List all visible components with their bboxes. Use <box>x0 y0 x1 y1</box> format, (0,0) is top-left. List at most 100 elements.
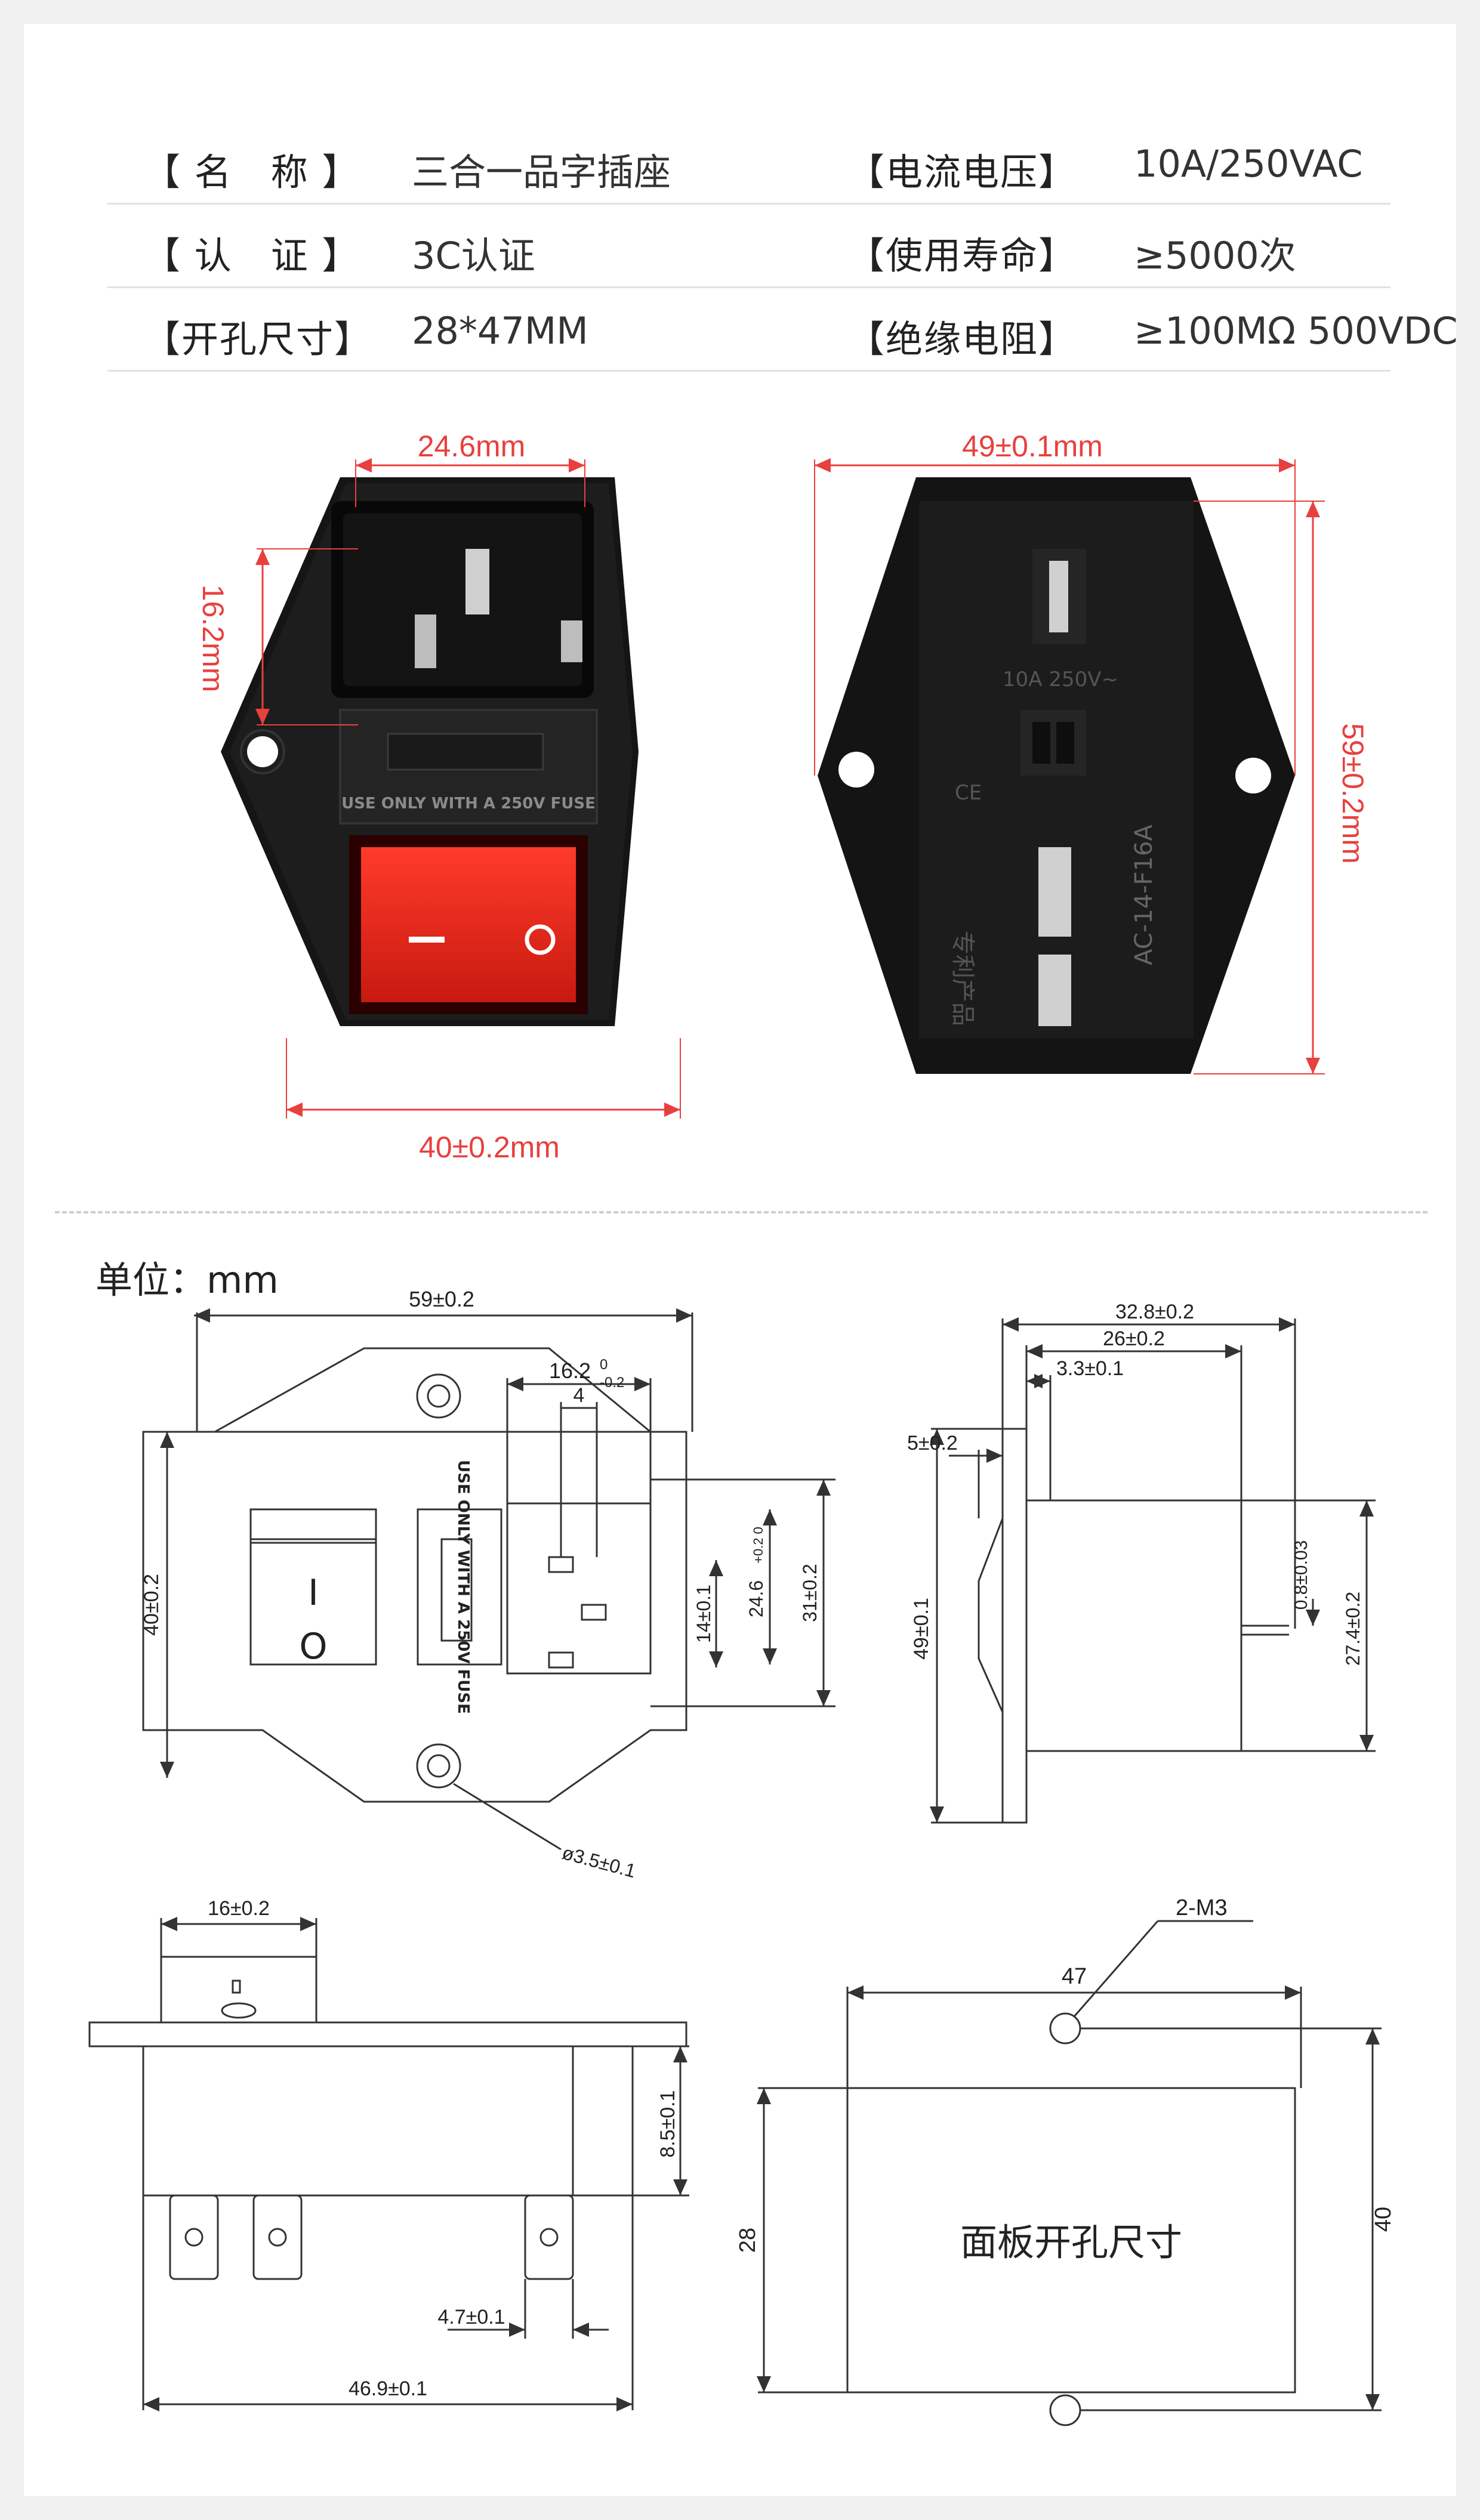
side-body <box>1025 1499 1242 1752</box>
dim-label: ø3.5±0.1 <box>560 1842 638 1882</box>
spec-row: 【 认 证 】 3C认证 【使用寿命】 ≥5000次 <box>107 203 1390 288</box>
dim-label: 8.5±0.1 <box>656 2090 679 2157</box>
switch-on-mark <box>525 924 556 955</box>
dim-label: 24.6mm <box>418 430 526 463</box>
spec-key: 【电流电压】 <box>847 150 1077 194</box>
dim-label: 59±0.2mm <box>1336 723 1370 864</box>
dim-tolerance: 0 <box>600 1357 608 1373</box>
drawing-top-view <box>88 1917 689 2411</box>
switch-off-mark <box>409 937 445 943</box>
dim-tolerance: -0.2 <box>600 1375 624 1391</box>
rating-text: 10A 250V~ <box>1003 668 1118 691</box>
dim-label: 0.8±0.03 <box>1291 1540 1311 1610</box>
drawing-side-view <box>930 1317 1376 1824</box>
dim-label: 4 <box>574 1384 585 1407</box>
dim-label: 5±0.2 <box>907 1432 958 1454</box>
dim-label: 3.3±0.1 <box>1056 1357 1124 1380</box>
terminal <box>1049 561 1068 632</box>
dim-label: 32.8±0.2 <box>1115 1301 1194 1323</box>
dim-label: 40 <box>1371 2207 1396 2232</box>
switch-off-mark: O <box>299 1626 327 1667</box>
diagram-canvas: USE ONLY WITH A 250V FUSE 24.6mm 16.2mm … <box>88 430 1396 2426</box>
cutout-label: 面板开孔尺寸 <box>960 2221 1182 2264</box>
dim-label: 31±0.2 <box>799 1564 821 1622</box>
front-photo: USE ONLY WITH A 250V FUSE 24.6mm 16.2mm … <box>196 430 681 1164</box>
dim-label: 46.9±0.1 <box>349 2377 427 2400</box>
model-text: AC-14-F16A <box>1130 824 1158 965</box>
spec-row: 【 名 称 】 三合一品字插座 【电流电压】 10A/250VAC <box>107 119 1390 205</box>
drawing-top-labels: 16±0.2 8.5±0.1 4.7±0.1 46.9±0.1 <box>208 1897 679 2400</box>
rocker-switch-face <box>361 847 576 1002</box>
top-body <box>142 2045 634 2197</box>
dim-label: 2-M3 <box>1176 1895 1228 1920</box>
dim-label: 49±0.1 <box>910 1598 933 1660</box>
drawing-front-labels: 59±0.2 16.2 0 -0.2 4 40±0.2 14±0.1 24.6 … <box>140 1287 821 1882</box>
dim-label: 16±0.2 <box>208 1897 270 1920</box>
mount-hole <box>838 752 874 788</box>
drawing-cutout-labels: 47 2-M3 28 40 面板开孔尺寸 <box>735 1895 1396 2264</box>
drawing-side-labels: 32.8±0.2 26±0.2 3.3±0.1 5±0.2 49±0.1 0.8… <box>907 1301 1364 1666</box>
top-flange <box>88 2021 687 2048</box>
section-divider <box>55 1211 1427 1213</box>
side-flange <box>1001 1428 1028 1824</box>
mount-hole <box>416 1373 461 1419</box>
dim-label: 16.2mm <box>196 585 230 693</box>
spec-key: 【 认 证 】 <box>143 234 360 277</box>
spec-value: 10A/250VAC <box>1134 142 1363 186</box>
spec-key: 【使用寿命】 <box>847 234 1077 277</box>
dim-label: 59±0.2 <box>409 1287 474 1311</box>
dim-label: 14±0.1 <box>693 1585 714 1643</box>
dim-label: 47 <box>1062 1964 1087 1989</box>
dim-label: 26±0.2 <box>1103 1327 1165 1350</box>
dim-label: 40±0.2mm <box>419 1131 560 1164</box>
mount-hole <box>247 736 278 767</box>
spec-row: 【开孔尺寸】 28*47MM 【绝缘电阻】 ≥100MΩ 500VDC <box>107 286 1458 372</box>
spec-value: 三合一品字插座 <box>412 150 671 194</box>
terminal <box>1038 847 1071 937</box>
spec-key: 【绝缘电阻】 <box>847 317 1077 361</box>
cert-mark: CE <box>955 781 982 805</box>
dim-label: 4.7±0.1 <box>437 2306 505 2328</box>
patent-text: 专利产品 <box>949 931 976 1026</box>
dim-label: 27.4±0.2 <box>1342 1592 1364 1666</box>
product-detail-page: 【 名 称 】 三合一品字插座 【电流电压】 10A/250VAC 【 认 证 … <box>24 24 1458 2496</box>
spec-value: 3C认证 <box>412 234 535 277</box>
pin <box>415 614 436 668</box>
back-photo: 10A 250V~ CE AC-14-F16A 专利产品 49±0.1mm 59… <box>814 430 1370 1074</box>
mount-hole <box>1235 758 1271 793</box>
front-outline <box>142 1431 687 1803</box>
dim-label: 40±0.2 <box>140 1574 163 1636</box>
terminal <box>1038 955 1071 1026</box>
fuse-text: USE ONLY WITH A 250V FUSE <box>341 795 596 813</box>
unit-label: 单位：mm <box>95 1258 279 1302</box>
spec-value: ≥100MΩ 500VDC <box>1134 309 1458 353</box>
top-terminal <box>252 2194 303 2280</box>
drawing-front-view <box>142 1308 835 1851</box>
switch-on-mark: I <box>308 1572 319 1614</box>
top-terminal <box>169 2194 219 2280</box>
socket-outline <box>506 1502 652 1675</box>
dim-tolerance: +0.2 0 <box>751 1527 766 1564</box>
dim-label: 16.2 <box>549 1358 591 1383</box>
pin <box>561 620 582 662</box>
spec-key: 【开孔尺寸】 <box>143 317 373 361</box>
dim-label: 28 <box>735 2228 760 2253</box>
m3-hole <box>1049 2394 1081 2426</box>
spec-value: 28*47MM <box>412 309 588 353</box>
m3-hole <box>1049 2012 1081 2045</box>
top-terminal <box>524 2194 574 2280</box>
dim-label: 24.6 <box>745 1580 767 1617</box>
fuse-outline <box>417 1508 502 1666</box>
drawing-cutout <box>757 1920 1382 2426</box>
cutout-rect <box>846 2087 1296 2394</box>
side-rocker <box>978 1518 1004 1713</box>
spec-value: ≥5000次 <box>1134 234 1296 277</box>
mount-hole <box>416 1743 461 1789</box>
switch-outline <box>249 1508 377 1666</box>
mount-hole <box>647 754 678 785</box>
top-switch <box>160 1956 317 2024</box>
fuse-text: USE ONLY WITH A 250V FUSE <box>454 1460 472 1714</box>
dim-label: 49±0.1mm <box>962 430 1103 463</box>
spec-key: 【 名 称 】 <box>143 150 360 194</box>
pin <box>465 549 489 614</box>
